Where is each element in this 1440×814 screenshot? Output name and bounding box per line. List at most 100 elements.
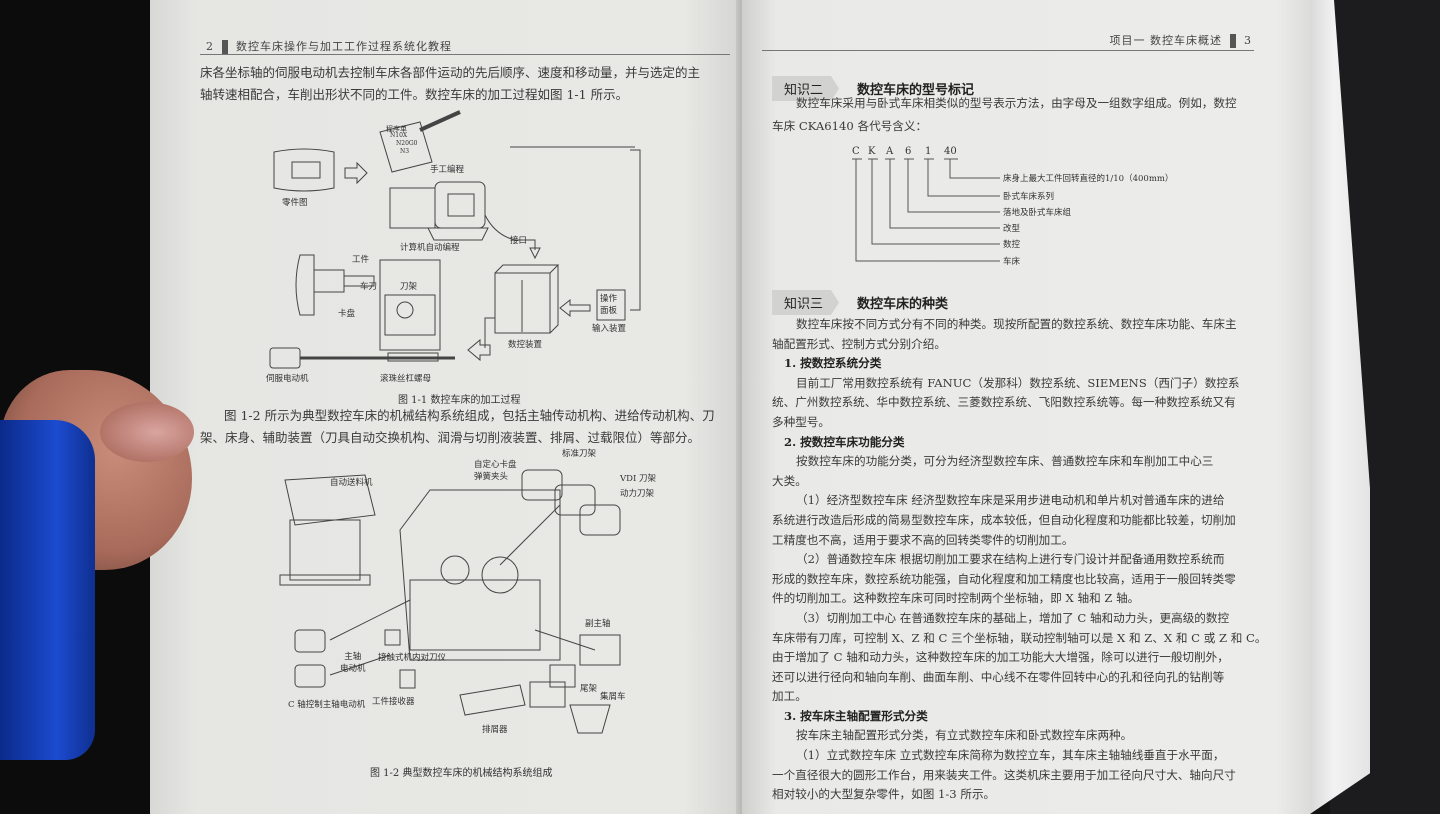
section3-body: 数控车床按不同方式分有不同的种类。现按所配置的数控系统、数控车床功能、车床主轴配… (772, 315, 1266, 805)
standard-turret-shape (521, 469, 563, 501)
text-line: 目前工厂常用数控系统有 FANUC（发那科）数控系统、SIEMENS（西门子）数… (796, 375, 1240, 390)
section-heading-2: 知识二 数控车床的型号标记 (772, 76, 974, 101)
body-paragraph: 图 1-2 所示为典型数控车床的机械结构系统组成，包括主轴传动机构、进给传动机构… (200, 405, 715, 449)
text-line: 系统进行改造后形成的简易型数控车床，成本较低，但自动化程度和功能都比较差，切削加 (772, 512, 1236, 527)
cnc-process-diagram (269, 110, 641, 369)
chip-conveyor-shape (459, 684, 526, 716)
figure-1-1-caption: 图 1-1 数控车床的加工过程 (398, 395, 521, 406)
label-chuck: 卡盘 (338, 309, 356, 319)
label-manual-programming: 手工编程 (430, 165, 465, 175)
text-line: 车床 CKA6140 各代号含义： (772, 119, 928, 133)
label-input-device: 输入装置 (592, 324, 627, 334)
text-line: （3）切削加工中心 在普通数控车床的基础上，增加了 C 轴和动力头，更高级的数控 (796, 610, 1230, 625)
section-title: 数控车床的种类 (857, 297, 949, 312)
label-part-drawing: 零件图 (282, 198, 308, 208)
text-line: 形成的数控车床，数控系统功能强，自动化程度和加工精度也比较高，适用于一般回转类零 (772, 571, 1236, 586)
code-meaning: 车床 (1003, 257, 1021, 267)
text-line: 按数控车床的功能分类，可分为经济型数控车床、普通数控车床和车削加工中心三 (796, 454, 1214, 469)
model-code-lines (852, 158, 1000, 262)
code-char: 1 (925, 146, 932, 157)
text-line: 一个直径很大的圆形工作台，用来装夹工件。这类机床主要用于加工径向尺寸大、轴向尺寸 (772, 767, 1236, 782)
label-c-axis-motor: C 轴控制主轴电动机 (288, 700, 366, 710)
header-rule (200, 54, 730, 55)
section-heading-3: 知识三 数控车床的种类 (772, 290, 948, 315)
text-line: 统、广州数控系统、华中数控系统、三菱数控系统、飞阳数控系统等。每一种数控系统又有 (772, 395, 1236, 410)
figure-1-2-caption: 图 1-2 典型数控车床的机械结构系统组成 (370, 768, 553, 779)
left-page: 2 数控车床操作与加工工作过程系统化教程 床各坐标轴的伺服电动机去控制车床各部件运… (150, 0, 742, 814)
text-line: 车床带有刀库，可控制 X、Z 和 C 三个坐标轴，联动控制轴可以是 X 和 Z、… (772, 630, 1267, 645)
label-interface: 接口 (510, 236, 528, 246)
code-char: 40 (944, 146, 957, 157)
sub-spindle-shape (579, 634, 621, 666)
section-title: 数控车床的型号标记 (857, 83, 975, 98)
label-tailstock: 尾架 (580, 684, 598, 694)
machine-body-shape (399, 489, 561, 661)
program-sheet-shape (379, 121, 433, 173)
blue-sleeve (0, 420, 95, 760)
servo-motor-shape (269, 347, 301, 369)
figure-1-2: 自动送料机 自定心卡盘 弹簧夹头 标准刀架 VDI 刀架 动力刀架 副主轴 主轴… (260, 449, 680, 760)
text-line: 轴配置形式、控制方式分别介绍。 (772, 336, 946, 351)
book-title: 数控车床操作与加工工作过程系统化教程 (236, 40, 452, 53)
text-line: 由于增加了 C 轴和动力头，这种数控车床的加工功能大大增强，除可以进行一般切削外… (772, 650, 1229, 665)
code-meaning: 改型 (1003, 224, 1021, 234)
text-line: （1）经济型数控车床 经济型数控车床是采用步进电动机和单片机对普通车床的进给 (796, 493, 1225, 508)
text-line: 按车床主轴配置形式分类，有立式数控车床和卧式数控车床两种。 (796, 728, 1133, 743)
code-meaning: 数控 (1003, 240, 1021, 250)
right-page: 项目一 数控车床概述 3 知识二 数控车床的型号标记 数控车床采用与卧式车床相类似… (742, 0, 1310, 814)
label-spindle-motor: 主轴 电动机 (340, 652, 366, 674)
text-line: 相对较小的大型复杂零件，如图 1-3 所示。 (772, 787, 996, 802)
lathe-structure-diagram (279, 469, 621, 734)
code-meaning: 落地及卧式车床组 (1003, 208, 1072, 218)
code-char: K (868, 146, 876, 157)
label-self-centering-chuck: 自定心卡盘 (474, 460, 517, 470)
label-tool-setter: 接触式机内对刀仪 (378, 653, 447, 663)
text-line: 图 1-2 所示为典型数控车床的机械结构系统组成，包括主轴传动机构、进给传动机构… (224, 408, 715, 423)
label-workpiece: 工件 (352, 255, 370, 265)
chuck-shape (295, 254, 315, 316)
code-meaning: 床身上最大工件回转直径的1/10（400mm） (1003, 174, 1174, 184)
text-line: （2）普通数控车床 根据切削加工要求在结构上进行专门设计并配备通用数控系统而 (796, 552, 1225, 567)
subsection-heading: 2. 按数控车床功能分类 (784, 434, 905, 449)
cnc-cabinet-shape (494, 272, 551, 334)
text-line: 加工。 (772, 689, 807, 704)
label-sub-spindle: 副主轴 (585, 619, 611, 629)
text-line: 大类。 (772, 473, 807, 488)
thumb (100, 402, 194, 462)
label-program-code: N20G0 (396, 140, 418, 147)
section2-paragraph: 数控车床采用与卧式车床相类似的型号表示方法，由字母及一组数字组成。例如，数控 车… (772, 92, 1237, 138)
model-code-diagram: C K A 6 1 40 床身上最大工件回转直径的1/10（400mm） 卧式车… (850, 146, 1180, 267)
text-line: 轴转速相配合，车削出形状不同的工件。数控车床的加工过程如图 1-1 所示。 (200, 87, 629, 102)
label-spring-collet: 弹簧夹头 (474, 472, 509, 482)
code-char: 6 (905, 146, 912, 157)
label-program-sheet: 程序单 (386, 125, 407, 133)
text-line: （1）立式数控车床 立式数控车床简称为数控立车，其车床主轴轴线垂直于水平面， (796, 748, 1225, 763)
code-meaning: 卧式车床系列 (1003, 192, 1055, 202)
running-header-left: 2 数控车床操作与加工工作过程系统化教程 (206, 38, 452, 54)
subsection-heading: 1. 按数控系统分类 (784, 356, 882, 371)
label-ball-screw-nut: 滚珠丝杠螺母 (380, 374, 432, 384)
code-char: C (852, 146, 860, 157)
chip-cart-shape (569, 704, 611, 734)
vdi-turret-shape (554, 484, 596, 516)
text-line: 架、床身、辅助装置（刀具自动交换机构、润滑与切削液装置、排屑、过载限位）等部分。 (200, 430, 701, 445)
text-line: 工精度也不高，适用于要求不高的回转类零件的切削加工。 (772, 532, 1074, 547)
running-header-right: 项目一 数控车床概述 3 (1110, 32, 1253, 48)
page-number: 3 (1244, 34, 1252, 47)
text-line: 多种型号。 (772, 414, 830, 429)
chapter-title: 项目一 数控车床概述 (1109, 34, 1222, 47)
code-char: A (886, 146, 894, 157)
page-number: 2 (206, 40, 214, 53)
header-marker (222, 40, 228, 54)
label-bar-feeder: 自动送料机 (330, 478, 373, 488)
intro-paragraph: 床各坐标轴的伺服电动机去控制车床各部件运动的先后顺序、速度和移动量，并与选定的主… (200, 62, 700, 106)
figure-1-1: 程序单 N10X N20G0 N3 手工编程 零件图 计算机自动编程 接口 工件… (260, 110, 660, 390)
label-program-code: N10X (390, 132, 408, 139)
header-rule (762, 50, 1254, 51)
label-vdi-turret: VDI 刀架 (620, 474, 657, 484)
header-marker (1230, 34, 1236, 48)
subsection-heading: 3. 按车床主轴配置形式分类 (784, 708, 928, 723)
label-computer-programming: 计算机自动编程 (400, 243, 460, 253)
text-line: 床各坐标轴的伺服电动机去控制车床各部件运动的先后顺序、速度和移动量，并与选定的主 (200, 65, 701, 80)
label-part-catcher: 工件接收器 (372, 697, 415, 707)
